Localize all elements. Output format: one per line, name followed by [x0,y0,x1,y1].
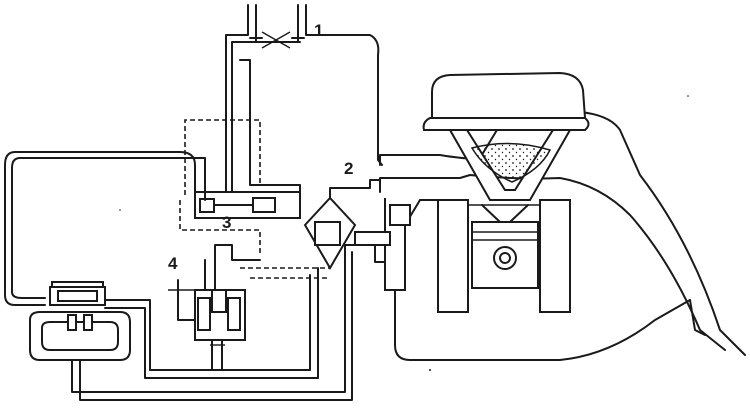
air-cleaner [422,71,590,131]
callout-3: 3 [222,213,232,232]
callout-1: 1 [314,21,324,40]
charcoal-canister [194,191,301,219]
solenoid-valve [168,244,261,371]
throttle-body [384,198,706,361]
purge-valve [303,179,391,270]
scan-specks [119,95,689,371]
callout-2: 2 [344,159,354,178]
cylinder-block [437,199,571,313]
piston [471,204,539,289]
intake-funnel [448,129,572,201]
fuel-tank-lines [4,151,356,401]
vent-lines-top [225,4,383,219]
callout-4: 4 [168,254,178,273]
fuel-tank-assembly [29,281,131,361]
